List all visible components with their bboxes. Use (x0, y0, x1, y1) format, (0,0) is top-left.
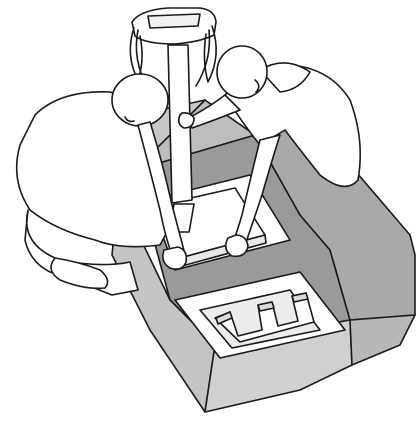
box-bottom-flap (350, 315, 415, 365)
person-left-head (112, 74, 168, 126)
person-right-head (217, 46, 267, 98)
person-left-shoe (51, 258, 108, 288)
